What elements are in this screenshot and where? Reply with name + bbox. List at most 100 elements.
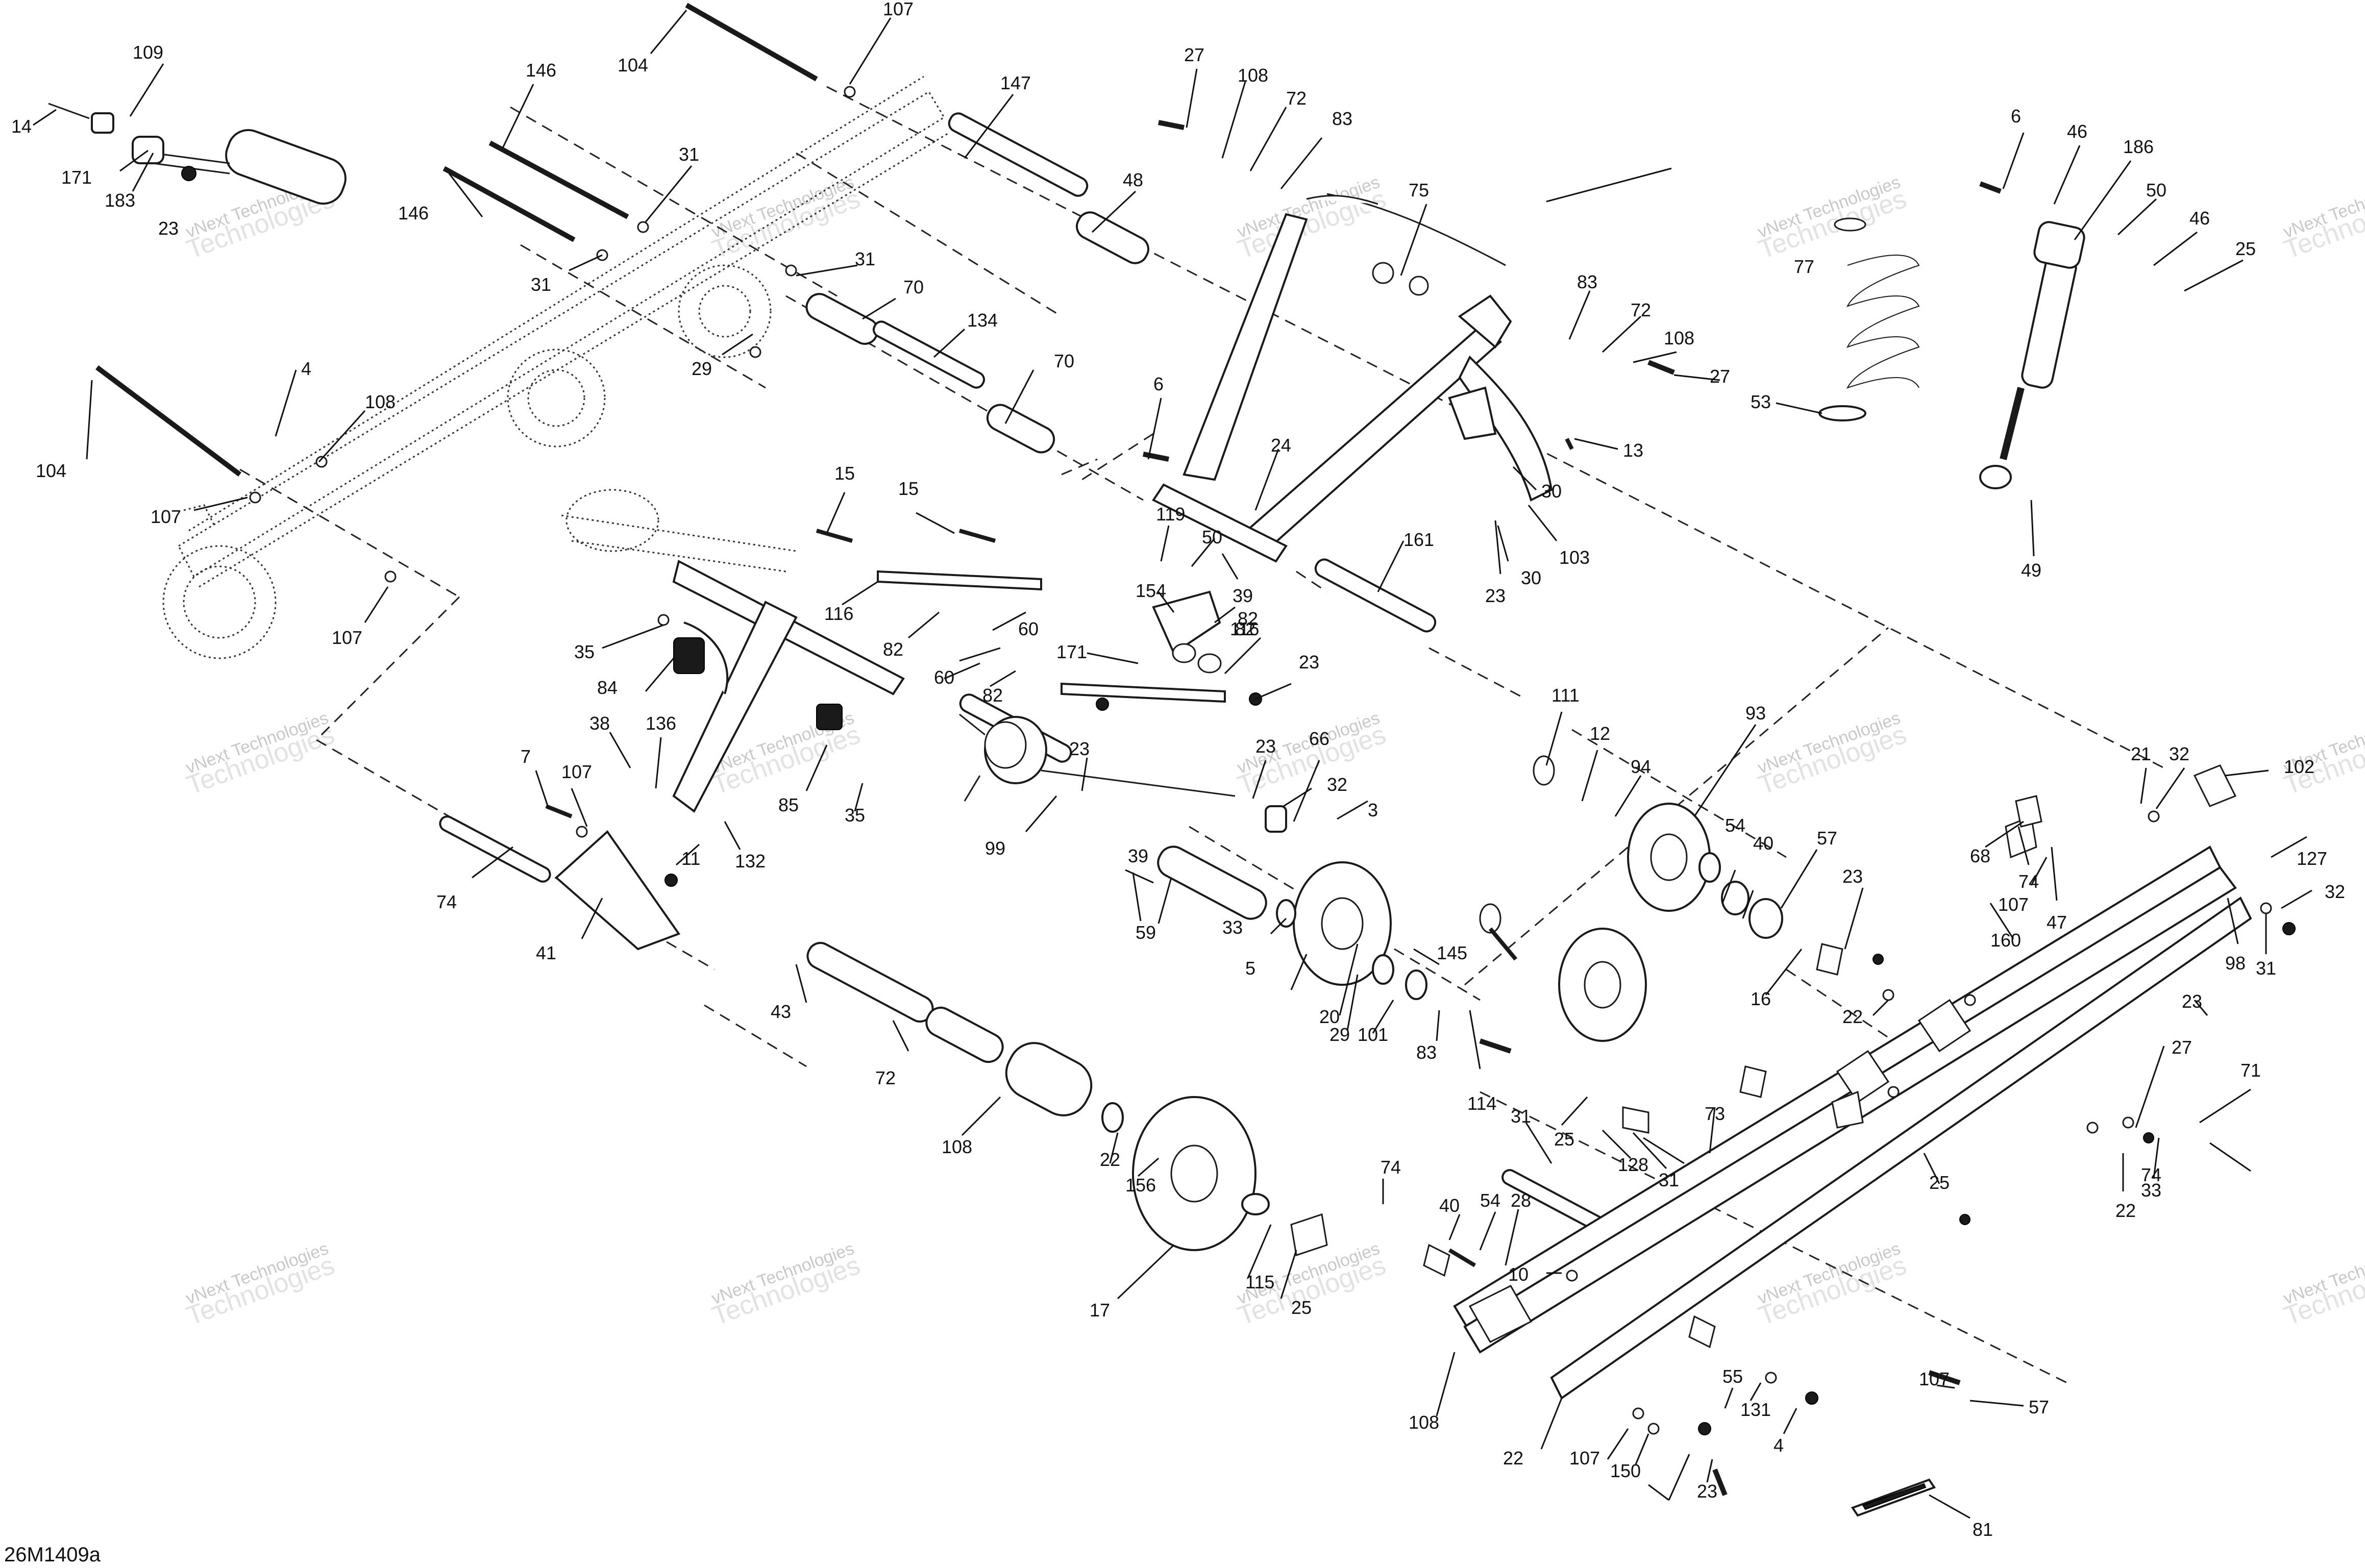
part-number-label: 74 — [2018, 871, 2039, 892]
part-number-label: 32 — [2325, 881, 2345, 902]
idler-wheels — [1101, 755, 1783, 1251]
part-number-label: 31 — [2256, 958, 2276, 979]
hardware — [249, 86, 2296, 1496]
part-number-label: 31 — [531, 274, 551, 295]
part-number-label: 16 — [1751, 988, 1771, 1009]
part-number-label: 98 — [2225, 953, 2246, 974]
watermark: Technologies vNext Technologies — [1755, 172, 1910, 265]
part-number-label: 83 — [1577, 271, 1597, 292]
part-number-label: 46 — [2067, 121, 2087, 142]
part-labels: 107 109 104 14 146 147 27 108 72 83 6 46… — [11, 0, 2345, 1540]
part-number-label: 134 — [967, 310, 998, 331]
part-number-label: 30 — [1541, 481, 1562, 502]
part-number-label: 104 — [618, 55, 648, 76]
watermark: Technologies vNext Technologies — [708, 1239, 864, 1331]
part-number-label: 160 — [1990, 930, 2021, 951]
slide-rails — [1453, 764, 2252, 1400]
part-number-label: 27 — [2172, 1037, 2192, 1058]
torsion-spring — [959, 713, 1236, 802]
watermark: Technologies vNext Technologies — [1755, 708, 1910, 801]
parts-drawing — [48, 3, 2296, 1517]
part-number-label: 73 — [1705, 1103, 1725, 1124]
part-number-label: 31 — [855, 248, 875, 269]
part-number-label: 25 — [1291, 1297, 1312, 1318]
part-number-label: 50 — [1202, 527, 1222, 547]
front-arm-assembly — [1152, 193, 1553, 563]
part-number-label: 72 — [1286, 88, 1307, 109]
part-number-label: 33 — [1222, 917, 1243, 938]
part-number-label: 21 — [2131, 743, 2151, 764]
part-number-label: 23 — [1255, 736, 1276, 757]
part-number-label: 25 — [1929, 1172, 1950, 1193]
part-number-label: 83 — [1416, 1042, 1437, 1063]
part-number-label: 74 — [2141, 1164, 2161, 1185]
part-number-label: 114 — [1467, 1093, 1496, 1114]
part-number-label: 29 — [1329, 1024, 1350, 1045]
part-number-label: 6 — [1153, 374, 1164, 394]
part-number-label: 20 — [1319, 1006, 1340, 1027]
part-number-label: 24 — [1271, 435, 1291, 456]
part-number-label: 83 — [1332, 108, 1352, 129]
part-number-label: 22 — [2115, 1200, 2136, 1221]
part-number-label: 50 — [2146, 180, 2166, 201]
part-number-label: 35 — [845, 805, 865, 826]
part-number-label: 183 — [105, 190, 135, 211]
part-number-label: 23 — [1697, 1481, 1717, 1502]
part-number-label: 23 — [1842, 866, 1863, 887]
part-number-label: 13 — [1623, 440, 1643, 461]
watermark: Technologies vNext Technologies — [1234, 708, 1390, 801]
leader-lines — [33, 10, 2312, 1519]
part-number-label: 48 — [1123, 169, 1143, 190]
part-number-label: 66 — [1309, 728, 1329, 749]
part-number-label: 186 — [2123, 136, 2154, 157]
watermark: Technologies vNext Technologies — [1234, 172, 1390, 265]
part-number-label: 150 — [1610, 1460, 1641, 1481]
part-number-label: 10 — [1508, 1264, 1529, 1285]
watermark: Technologies vNext Technologies — [2280, 172, 2365, 265]
part-number-label: 93 — [1745, 703, 1766, 724]
part-number-label: 147 — [1000, 72, 1031, 93]
part-number-label: 59 — [1136, 922, 1156, 943]
part-number-label: 27 — [1710, 366, 1730, 387]
part-number-label: 22 — [1100, 1149, 1120, 1170]
part-number-label: 4 — [1773, 1435, 1784, 1456]
part-number-label: 84 — [597, 677, 618, 698]
part-number-label: 82 — [982, 685, 1003, 706]
part-number-label: 119 — [1156, 504, 1185, 525]
part-number-label: 57 — [2029, 1397, 2049, 1417]
part-number-label: 154 — [1136, 580, 1166, 601]
part-number-label: 146 — [398, 203, 429, 223]
part-number-label: 146 — [526, 60, 556, 81]
part-number-label: 72 — [875, 1067, 896, 1088]
part-number-label: 6 — [2011, 106, 2021, 127]
part-number-label: 39 — [1233, 585, 1253, 606]
part-number-label: 82 — [1238, 608, 1258, 629]
part-number-label: 131 — [1740, 1399, 1771, 1420]
part-number-label: 27 — [1184, 44, 1204, 65]
part-number-label: 38 — [589, 713, 610, 734]
part-number-label: 99 — [985, 838, 1005, 859]
part-number-label: 40 — [1753, 833, 1773, 854]
part-number-label: 54 — [1480, 1190, 1500, 1211]
part-number-label: 145 — [1437, 942, 1467, 963]
part-number-label: 108 — [1238, 65, 1268, 86]
watermark: Technologies vNext Technologies — [2280, 1239, 2365, 1331]
part-number-label: 40 — [1439, 1195, 1460, 1216]
part-number-label: 171 — [1056, 641, 1087, 662]
rear-shock-and-spring — [1818, 217, 2085, 489]
part-number-label: 107 — [1919, 1368, 1950, 1389]
links — [877, 570, 1226, 703]
part-number-label: 82 — [1235, 618, 1255, 639]
part-number-label: 81 — [1973, 1519, 1993, 1540]
part-number-label: 57 — [1817, 828, 1837, 849]
part-number-label: 108 — [942, 1136, 972, 1157]
part-number-label: 15 — [898, 478, 919, 499]
part-number-label: 7 — [521, 746, 531, 767]
part-number-label: 30 — [1521, 567, 1541, 588]
part-number-label: 70 — [903, 277, 924, 297]
part-number-label: 33 — [2141, 1180, 2161, 1201]
part-number-label: 74 — [1381, 1157, 1401, 1178]
part-number-label: 111 — [1551, 685, 1580, 706]
part-number-label: 23 — [1069, 738, 1090, 759]
